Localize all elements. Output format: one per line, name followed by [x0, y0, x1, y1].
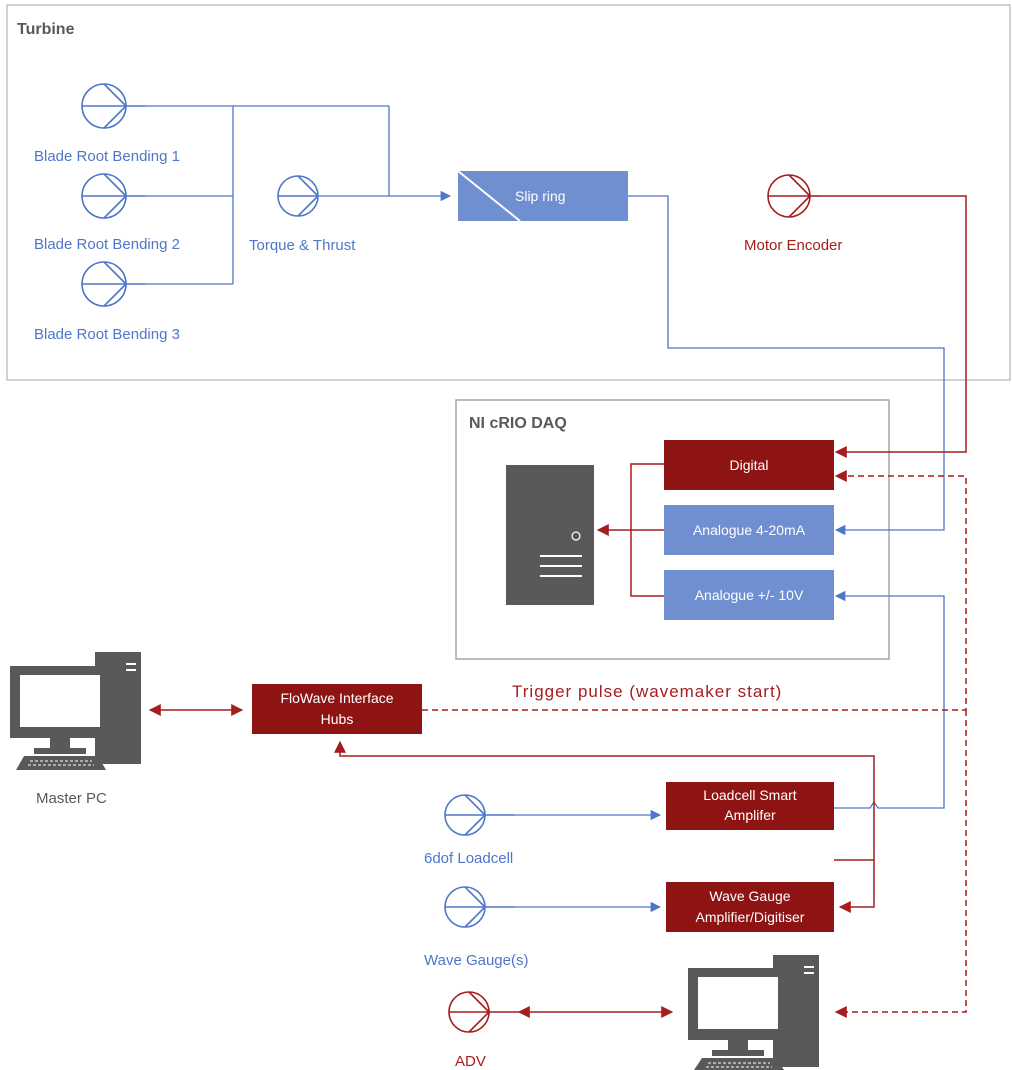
wave-gauge-label: Wave Gauge(s) — [424, 952, 528, 969]
wave-gauge-amplifier-box: Wave Gauge Amplifier/Digitiser — [666, 882, 834, 932]
torque-thrust-sensor-icon — [277, 175, 319, 217]
digital-module: Digital — [664, 440, 834, 490]
blade-root-bending-1-sensor-icon — [81, 83, 145, 129]
daq-group-label: NI cRIO DAQ — [469, 415, 567, 432]
flowave-label-line2: Hubs — [321, 711, 354, 727]
loadcell-label: 6dof Loadcell — [424, 850, 513, 867]
flowave-label-line1: FloWave Interface — [280, 690, 393, 706]
wave-gauge-sensor-icon — [444, 886, 515, 928]
blade-root-bending-3-sensor-icon — [81, 261, 145, 307]
analogue-4-20ma-module: Analogue 4-20mA — [664, 505, 834, 555]
slip-ring-box: Slip ring — [457, 170, 628, 222]
blade-root-bending-1-label: Blade Root Bending 1 — [34, 148, 180, 165]
crio-controller-icon — [506, 465, 594, 605]
adv-pc-icon — [688, 955, 819, 1070]
master-pc-label: Master PC — [36, 790, 107, 807]
blade-root-bending-2-label: Blade Root Bending 2 — [34, 236, 180, 253]
trigger-pulse-label: Trigger pulse (wavemaker start) — [512, 682, 782, 701]
wave-amp-label-line1: Wave Gauge — [709, 888, 790, 904]
loadcell-sensor-icon — [444, 794, 515, 836]
analogue-4-20ma-label: Analogue 4-20mA — [693, 522, 806, 538]
blade-root-bending-3-label: Blade Root Bending 3 — [34, 326, 180, 343]
adv-sensor-icon — [448, 991, 519, 1033]
flowave-interface-box: FloWave Interface Hubs — [252, 684, 422, 734]
digital-label: Digital — [730, 457, 769, 473]
analogue-10v-label: Analogue +/- 10V — [695, 587, 804, 603]
loadcell-amp-label-line2: Amplifer — [724, 807, 776, 823]
analogue-10v-module: Analogue +/- 10V — [664, 570, 834, 620]
slip-ring-label: Slip ring — [515, 188, 566, 204]
blade-root-bending-2-sensor-icon — [81, 173, 145, 219]
wave-amp-label-line2: Amplifier/Digitiser — [696, 909, 805, 925]
loadcell-amplifier-box: Loadcell Smart Amplifer — [666, 782, 834, 830]
loadcell-amp-label-line1: Loadcell Smart — [703, 787, 796, 803]
torque-thrust-label: Torque & Thrust — [249, 237, 356, 254]
master-pc-icon — [10, 652, 141, 770]
motor-encoder-label: Motor Encoder — [744, 237, 842, 254]
turbine-group-label: Turbine — [17, 21, 75, 38]
adv-label: ADV — [455, 1053, 486, 1070]
motor-encoder-sensor-icon — [767, 174, 820, 218]
